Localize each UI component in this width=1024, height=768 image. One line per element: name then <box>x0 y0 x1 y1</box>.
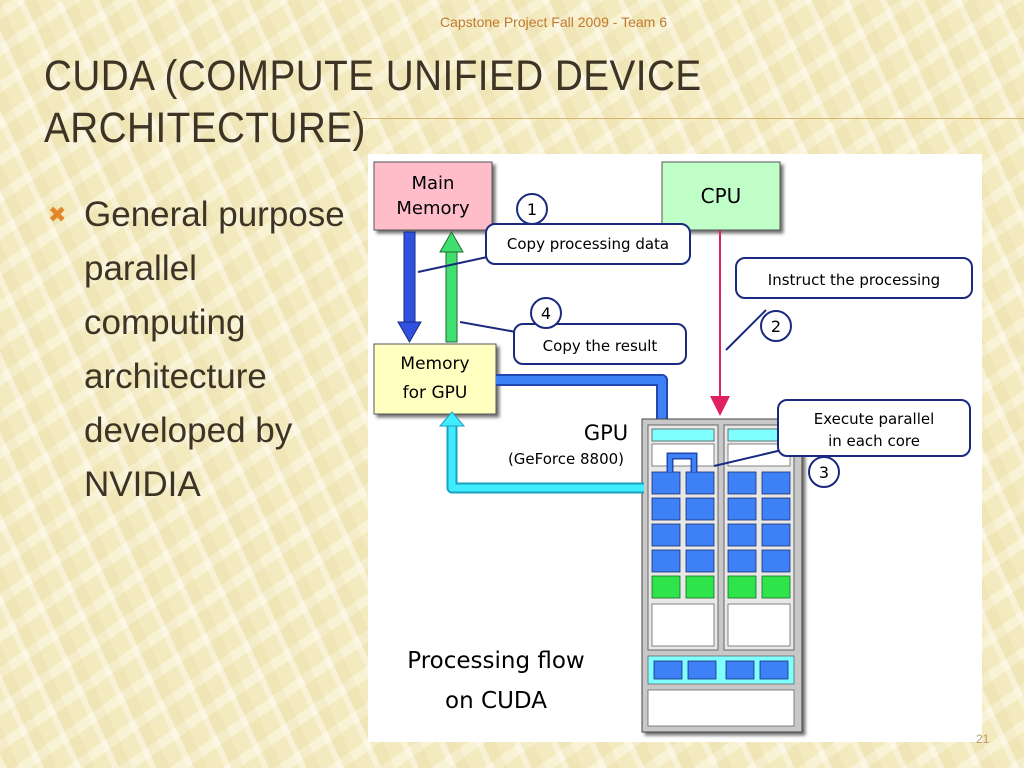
cpu-box: CPU <box>661 161 781 231</box>
gpu-memory-line2: for GPU <box>403 383 468 403</box>
step-2-callout: Instruct the processing 2 <box>725 257 973 351</box>
title-line-1: CUDA (COMPUTE UNIFIED DEVICE <box>44 52 702 100</box>
cuda-flow-diagram: Main Memory CPU Memory for GPU <box>368 154 982 742</box>
step-4-callout: Copy the result 4 <box>459 297 687 365</box>
step-4-text: Copy the result <box>543 337 658 355</box>
step-3-text-line2: in each core <box>828 432 920 450</box>
diagram-caption-line2: on CUDA <box>445 688 547 714</box>
core-distribute-arrow <box>668 454 696 472</box>
step-3-callout: Execute parallel in each core 3 <box>713 399 971 488</box>
main-memory-box: Main Memory <box>373 161 493 231</box>
slide-header: Capstone Project Fall 2009 - Team 6 <box>440 14 667 30</box>
step-1-number: 1 <box>527 200 537 219</box>
copy-data-arrow <box>397 231 422 344</box>
step-4-number: 4 <box>541 304 551 323</box>
cpu-label: CPU <box>701 184 742 208</box>
main-memory-line2: Memory <box>396 198 470 219</box>
gpu-model-label: (GeForce 8800) <box>508 450 624 468</box>
page-number: 21 <box>976 732 990 746</box>
gpu-label: GPU <box>584 421 628 445</box>
result-return-arrowhead <box>438 411 466 427</box>
slide-title: CUDA (COMPUTE UNIFIED DEVICE ARCHITECTUR… <box>44 50 702 154</box>
gpu-memory-box: Memory for GPU <box>373 343 497 415</box>
core-grid-1 <box>651 471 715 647</box>
step-3-number: 3 <box>819 463 829 482</box>
gpu-memory-line1: Memory <box>400 354 469 374</box>
copy-result-arrow <box>439 230 464 343</box>
gpu-chip <box>641 418 803 733</box>
data-to-cores-path <box>496 376 666 432</box>
title-divider <box>360 118 1024 119</box>
title-line-2: ARCHITECTURE) <box>44 104 366 152</box>
diagram-caption-line1: Processing flow <box>407 648 585 674</box>
step-2-number: 2 <box>771 317 781 336</box>
main-memory-line1: Main <box>412 173 455 194</box>
step-1-callout: Copy processing data 1 <box>417 193 691 273</box>
cross-bullet-icon: ✖ <box>48 202 67 227</box>
result-return-path <box>448 422 644 492</box>
step-2-text: Instruct the processing <box>768 271 940 289</box>
bullet-text: General purpose parallel computing archi… <box>84 195 345 504</box>
step-1-text: Copy processing data <box>507 235 669 253</box>
core-grid-2 <box>727 471 791 647</box>
step-3-text-line1: Execute parallel <box>814 410 935 428</box>
